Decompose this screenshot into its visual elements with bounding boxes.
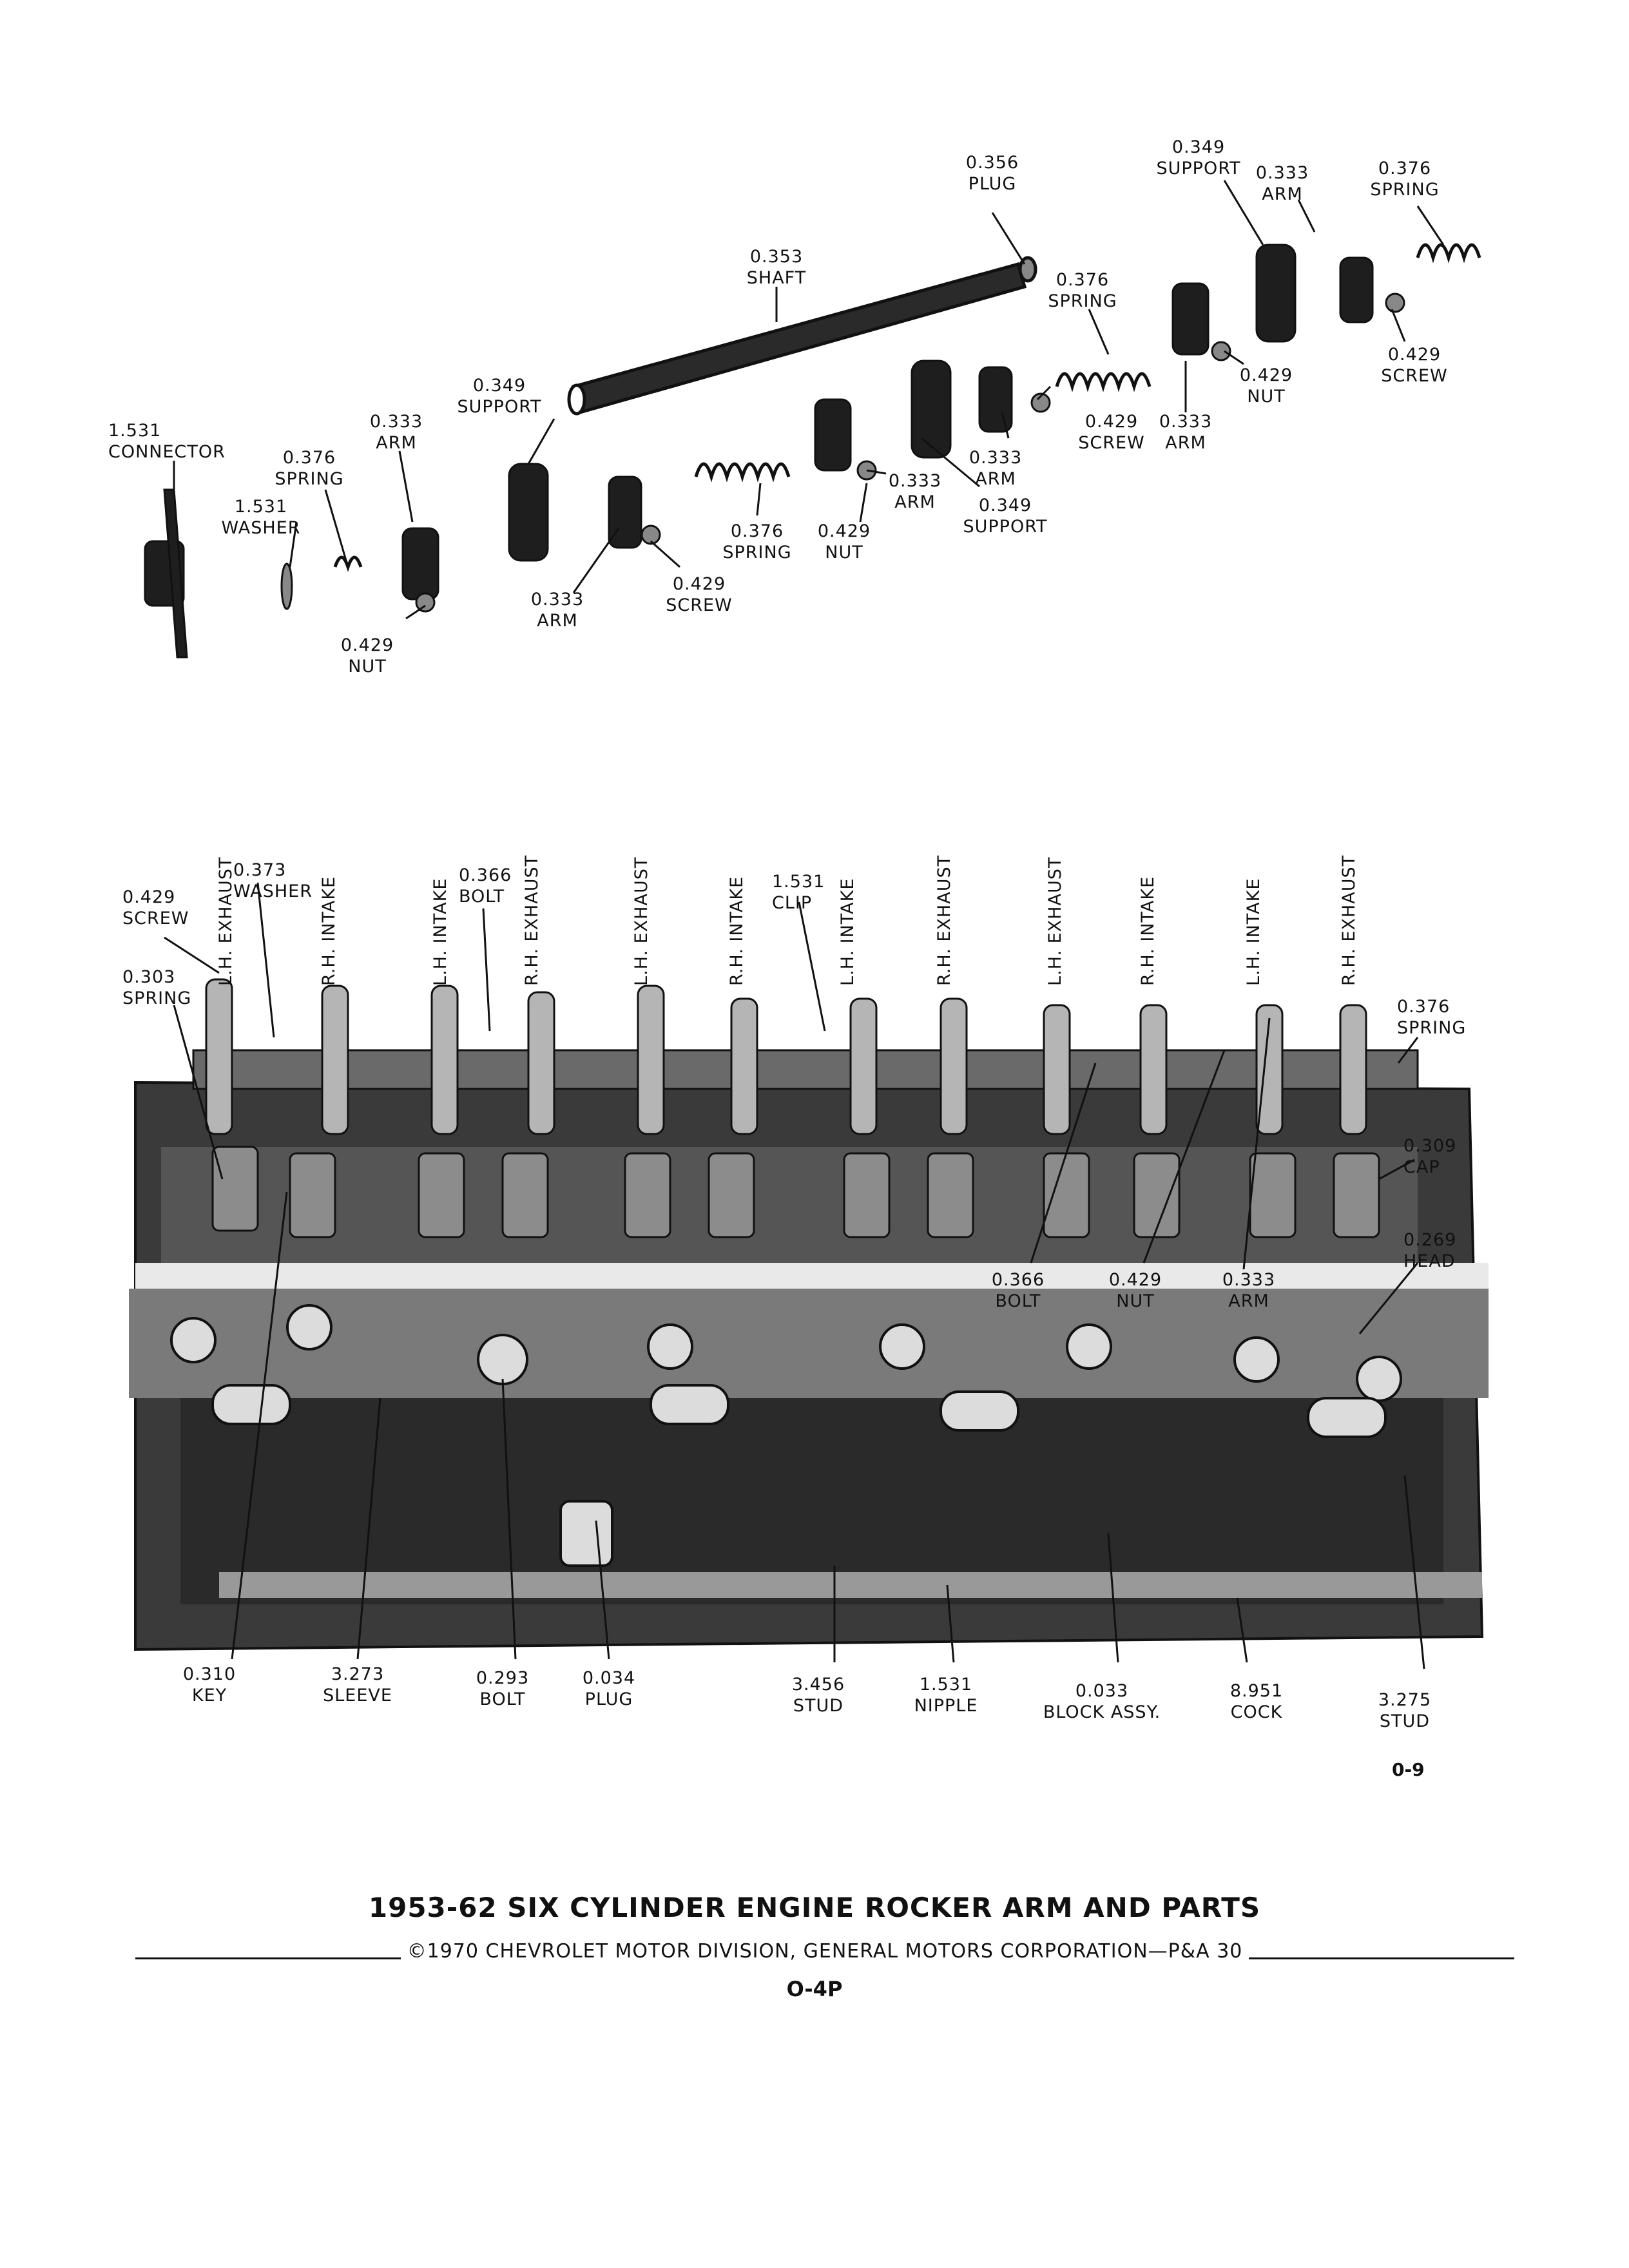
rocker-position-label: L.H. EXHAUST: [1045, 856, 1065, 986]
page-code: 0-9: [1392, 1759, 1425, 1780]
rocker-position-label: L.H. INTAKE: [1244, 878, 1264, 986]
rocker-position-label: R.H. EXHAUST: [522, 854, 542, 986]
rocker-position-label: L.H. EXHAUST: [216, 856, 236, 986]
rocker-position-label: R.H. EXHAUST: [934, 854, 954, 986]
engine-photo-illustration: [129, 882, 1489, 1669]
page-title: 1953-62 SIX CYLINDER ENGINE ROCKER ARM A…: [368, 1892, 1261, 1923]
rocker-position-label: R.H. INTAKE: [727, 876, 747, 986]
rule-left: [135, 1957, 401, 1959]
rocker-position-label: R.H. INTAKE: [1138, 876, 1158, 986]
rocker-position-label: L.H. EXHAUST: [631, 856, 651, 986]
rule-right: [1249, 1957, 1514, 1959]
rocker-position-label: R.H. EXHAUST: [1339, 854, 1359, 986]
figure-code: O-4P: [786, 1977, 843, 2001]
rocker-position-label: L.H. INTAKE: [430, 878, 450, 986]
copyright-line: ©1970 CHEVROLET MOTOR DIVISION, GENERAL …: [135, 1938, 1514, 1964]
exploded-parts-illustration: [144, 180, 1481, 658]
rocker-position-label: R.H. INTAKE: [319, 876, 339, 986]
copyright-text: ©1970 CHEVROLET MOTOR DIVISION, GENERAL …: [407, 1939, 1243, 1963]
rocker-position-label: L.H. INTAKE: [838, 878, 858, 986]
